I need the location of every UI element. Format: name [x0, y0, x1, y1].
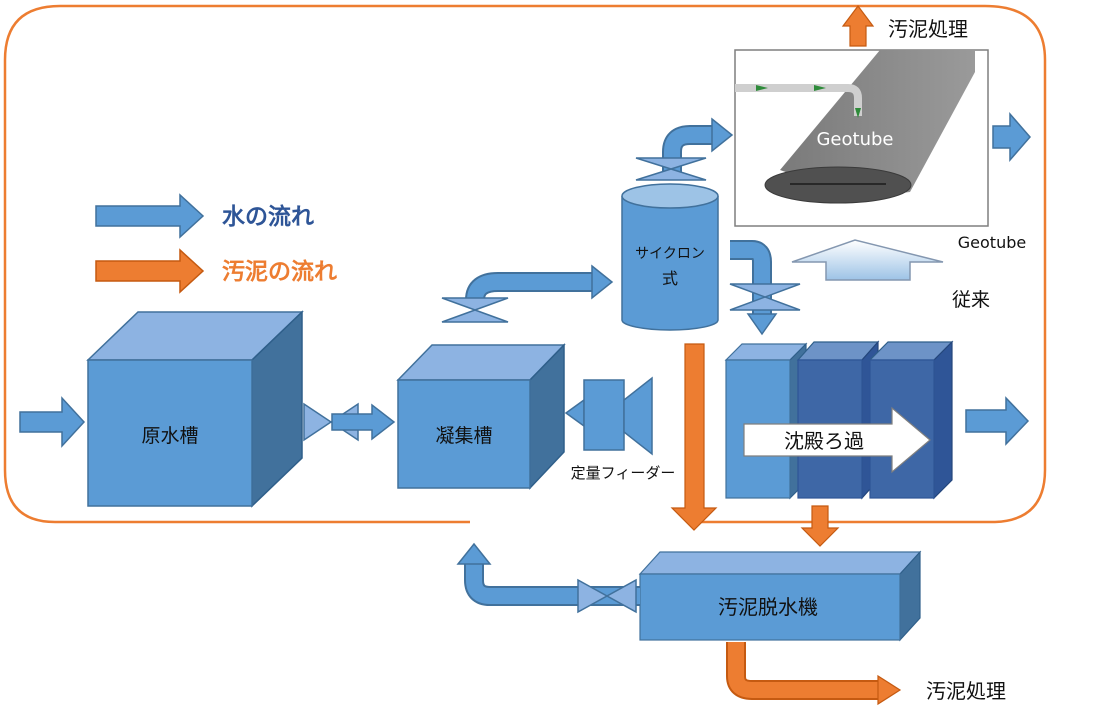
- sludge-arrow-sedimentation-to-dewatering: [800, 505, 840, 547]
- geotube-image: Geotube: [734, 49, 989, 227]
- legend-sludge-label: 汚泥の流れ: [222, 258, 337, 285]
- cyclone-separator: サイクロン 式: [621, 183, 719, 331]
- legend-water-label: 水の流れ: [222, 203, 314, 230]
- coagulation-tank-label: 凝集槽: [435, 425, 492, 447]
- water-arrow-to-coagulation: [331, 403, 396, 441]
- cyclone-label-line2: 式: [662, 269, 678, 288]
- valve-icon: [441, 297, 509, 323]
- conventional-label: 従来: [952, 289, 990, 311]
- legend-sludge-arrow: [95, 248, 205, 294]
- sedimentation-filtration-label: 沈殿ろ過: [784, 429, 864, 453]
- raw-water-tank-label: 原水槽: [141, 425, 198, 447]
- geotube-caption: Geotube: [958, 233, 1026, 252]
- inlet-water-arrow: [19, 396, 86, 448]
- sludge-dewatering-machine: 汚泥脱水機: [638, 550, 922, 642]
- sludge-arrow-cyclone-to-dewatering: [670, 343, 718, 531]
- valve-icon: [577, 578, 637, 614]
- feeder-icon: [564, 376, 653, 456]
- sludge-up-arrow: [841, 5, 875, 47]
- sludge-dewatering-label: 汚泥脱水機: [718, 595, 818, 619]
- up-arrow: [791, 239, 944, 281]
- legend-water-arrow: [95, 193, 205, 239]
- valve-icon: [635, 157, 707, 181]
- cyclone-label-line1: サイクロン: [635, 246, 705, 262]
- raw-water-tank: 原水槽: [86, 310, 304, 508]
- sludge-treatment-top-label: 汚泥処理: [888, 17, 968, 41]
- outflow-arrow: [992, 111, 1031, 163]
- coagulation-tank: 凝集槽: [396, 343, 566, 490]
- feeder-label: 定量フィーダー: [571, 464, 676, 482]
- valve-icon: [729, 283, 801, 311]
- system-boundary: [3, 4, 1047, 524]
- sludge-treatment-bottom-label: 汚泥処理: [926, 679, 1006, 703]
- geotube-inner-label: Geotube: [816, 129, 893, 150]
- sedimentation-filtration-unit: 沈殿ろ過: [724, 340, 954, 500]
- outflow-arrow: [965, 396, 1030, 446]
